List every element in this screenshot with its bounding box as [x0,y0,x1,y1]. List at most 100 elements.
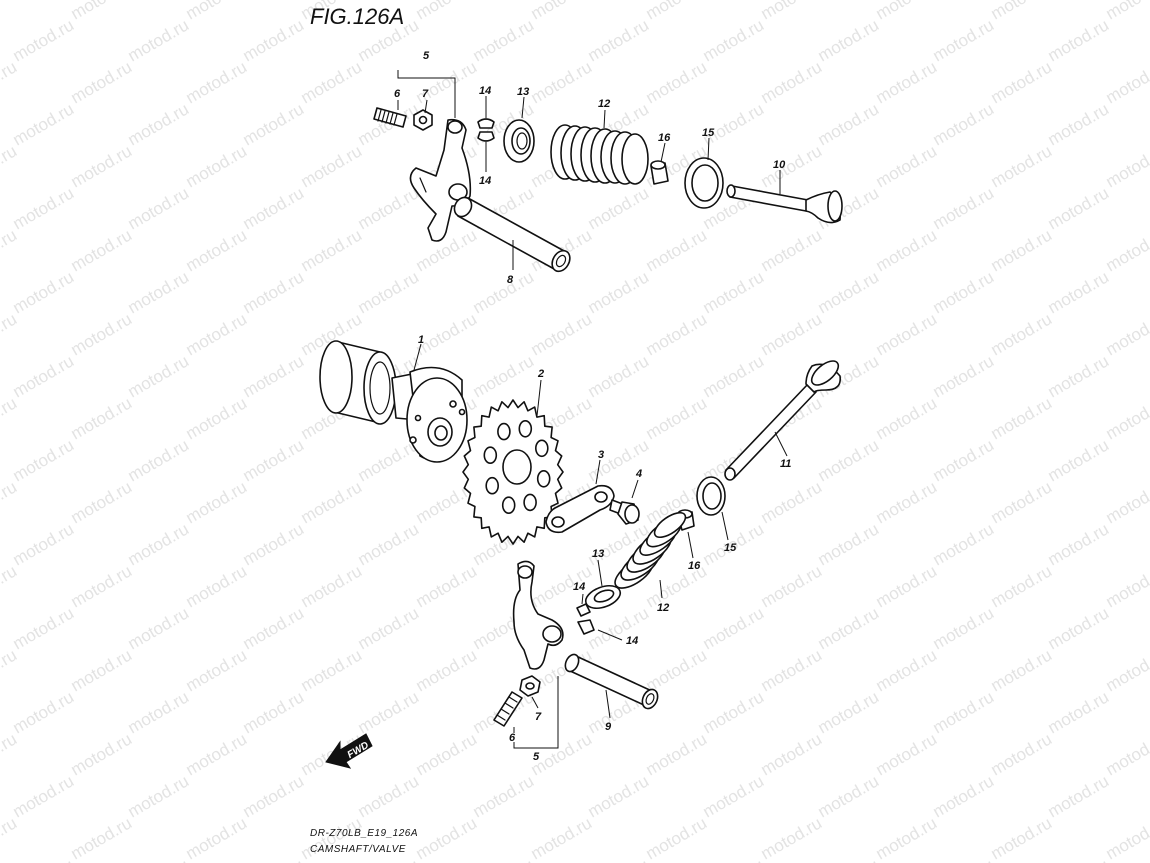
callout-14b-bottom[interactable]: 14 [626,635,638,647]
watermark-text: motod.ru [470,771,538,821]
watermark-text: motod.ru [125,855,193,863]
watermark-text: motod.ru [1103,477,1150,527]
part-11-valve[interactable] [724,357,842,481]
part-15-spring-seat[interactable] [684,157,724,209]
watermark-text: motod.ru [988,309,1056,359]
callout-16-bottom[interactable]: 16 [688,560,701,572]
watermark-text: motod.ru [930,267,998,317]
callout-6-bottom[interactable]: 6 [509,732,516,744]
callout-16-top[interactable]: 16 [658,132,671,144]
watermark-text: motod.ru [585,603,653,653]
watermark-text: motod.ru [643,393,711,443]
watermark-text: motod.ru [125,687,193,737]
sprocket-hole [485,476,500,495]
watermark-text: motod.ru [643,813,711,863]
watermark-text: motod.ru [240,267,308,317]
watermark-text: motod.ru [988,57,1056,107]
watermark-text: motod.ru [68,645,136,695]
watermark-text: motod.ru [1045,603,1113,653]
watermark-text: motod.ru [1045,771,1113,821]
watermark-text: motod.ru [585,15,653,65]
watermark-text: motod.ru [125,351,193,401]
callout-13-top[interactable]: 13 [517,86,529,98]
watermark-text: motod.ru [68,0,136,23]
callout-5-top[interactable]: 5 [423,50,430,62]
watermark-text: motod.ru [930,519,998,569]
callout-5-bottom[interactable]: 5 [533,751,540,763]
watermark-text: motod.ru [1045,687,1113,737]
callout-11[interactable]: 11 [780,458,791,470]
callout-4[interactable]: 4 [635,468,642,480]
watermark-text: motod.ru [1103,645,1150,695]
callout-7-bottom[interactable]: 7 [535,711,542,723]
watermark-text: motod.ru [240,519,308,569]
callout-9[interactable]: 9 [605,721,612,733]
watermark-text: motod.ru [1045,855,1113,863]
watermark-text: motod.ru [815,519,883,569]
callout-15-top[interactable]: 15 [702,127,715,139]
callout-12-bottom[interactable]: 12 [657,602,669,614]
callout-10-top[interactable]: 10 [773,159,786,171]
part-3-retaining-plate[interactable] [545,484,615,534]
watermark-text: motod.ru [815,15,883,65]
callout-12-top[interactable]: 12 [598,98,610,110]
watermark-text: motod.ru [413,0,481,23]
watermark-text: motod.ru [815,99,883,149]
part-5-rocker-arm[interactable] [409,118,472,242]
watermark-text: motod.ru [1103,393,1150,443]
part-4-bolt[interactable] [609,499,640,525]
watermark-text: motod.ru [298,141,366,191]
part-6-adjuster-screw-bottom[interactable] [493,691,523,727]
callout-13-bottom[interactable]: 13 [592,548,604,560]
watermark-text: motod.ru [873,477,941,527]
part-14-valve-cotters-bottom[interactable] [576,603,595,635]
part-9-rocker-shaft[interactable] [563,652,661,711]
watermark-text: motod.ru [68,477,136,527]
watermark-text: motod.ru [528,813,596,863]
part-15-spring-seat-bottom[interactable] [696,476,726,516]
watermark-text: motod.ru [930,351,998,401]
part-14-valve-cotters[interactable] [477,118,495,142]
part-6-adjuster-screw[interactable] [373,107,407,128]
part-7-locknut-bottom[interactable] [519,675,541,697]
watermark-text: motod.ru [240,183,308,233]
callout-14b-top[interactable]: 14 [479,175,491,187]
callout-7-top[interactable]: 7 [422,88,429,100]
watermark-text: motod.ru [700,351,768,401]
part-12-valve-spring-bottom[interactable] [610,508,689,594]
watermark-text: motod.ru [10,99,78,149]
callout-14a-top[interactable]: 14 [479,85,491,97]
watermark-text: motod.ru [240,435,308,485]
part-10-valve[interactable] [726,184,843,224]
part-2-cam-sprocket[interactable] [462,399,564,545]
part-8-rocker-shaft[interactable] [451,194,573,274]
watermark-text: motod.ru [413,729,481,779]
watermark-text: motod.ru [1103,0,1150,23]
part-12-valve-spring[interactable] [550,124,649,185]
watermark-text: motod.ru [815,855,883,863]
bottom-assembly: 1 2 3 4 11 15 16 13 14 14 12 9 7 6 5 [319,334,842,763]
watermark-text: motod.ru [930,15,998,65]
callout-2[interactable]: 2 [537,368,544,380]
callout-8-top[interactable]: 8 [507,274,514,286]
callout-15-bottom[interactable]: 15 [724,542,737,554]
watermark-text: motod.ru [355,687,423,737]
watermark-text: motod.ru [10,435,78,485]
watermark-text: motod.ru [700,855,768,863]
part-5-rocker-arm-bottom[interactable] [512,560,564,670]
watermark-text: motod.ru [68,309,136,359]
watermark-text: motod.ru [68,729,136,779]
watermark-text: motod.ru [183,393,251,443]
part-1-camshaft[interactable] [319,340,468,463]
part-13-spring-retainer-bottom[interactable] [583,581,624,612]
callout-1[interactable]: 1 [418,334,424,346]
callout-6-top[interactable]: 6 [394,88,401,100]
watermark-text: motod.ru [815,435,883,485]
callout-14a-bottom[interactable]: 14 [573,581,585,593]
watermark-text: motod.ru [873,141,941,191]
callout-3[interactable]: 3 [598,449,604,461]
part-16-stem-seal[interactable] [650,160,669,185]
part-13-spring-retainer[interactable] [503,119,535,163]
part-7-locknut[interactable] [413,109,433,131]
